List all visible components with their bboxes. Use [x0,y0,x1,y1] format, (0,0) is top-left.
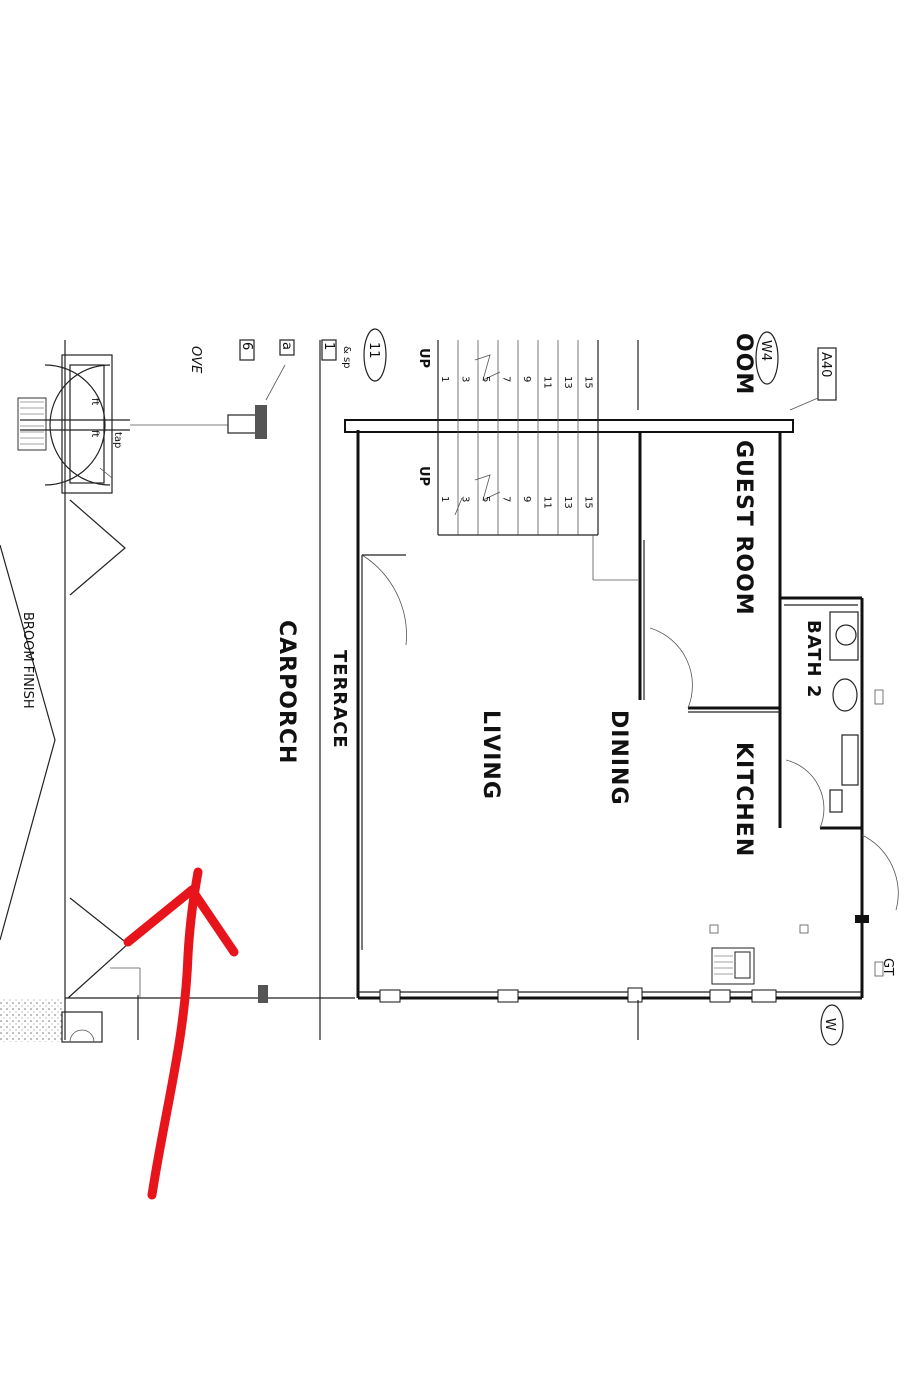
tag-w-ellipse [820,1004,844,1046]
label-terrace: TERRACE [329,650,350,749]
stair-step-number: 7 [501,496,512,502]
label-dining: DINING [606,710,631,806]
tag-6: 6 [239,342,254,350]
tag-w: W [822,1018,837,1031]
door-swings [361,554,899,911]
stair-step-number: 3 [460,376,471,382]
stair-step-number: 9 [521,376,532,382]
tag-a: a [279,342,294,350]
bath-fixtures [829,611,859,813]
tag-6-box [239,339,255,361]
stair-step-number: 9 [521,496,532,502]
stair-step-number: 11 [542,496,553,509]
column-post [258,985,268,1003]
label-tap: tap [112,432,123,448]
label-ove: OVE [188,346,203,374]
label-gt: GT [880,958,895,976]
kitchen-sink [709,689,884,985]
stair-step-number: 15 [583,496,594,509]
stair-step-number: 3 [460,496,471,502]
tag-a40: A40 [818,352,833,377]
label-ft-1: ft [89,398,100,405]
stair-step-number: 7 [501,376,512,382]
stair-step-number: 13 [562,376,573,389]
red-annotation-arrow [123,867,239,1200]
house-walls [344,340,869,1040]
label-bath-2: BATH 2 [803,620,824,698]
stair-step-number: 13 [562,496,573,509]
label-sp: & sp [341,346,352,369]
stair-step-number: 1 [439,496,450,502]
label-ft-2: ft [89,430,100,437]
label-guest-room: GUEST ROOM [731,440,756,616]
stair-up-lower: UP [416,466,431,486]
staircase [437,340,638,581]
tag-w4-ellipse [755,331,779,385]
label-carporch: CARPORCH [274,620,299,764]
tag-11-ellipse [363,328,387,382]
tag-a40-box [817,347,837,401]
label-broom-finish: BROOM FINISH [20,612,35,709]
water-tank-detail [17,354,286,494]
tag-w4: W4 [758,340,773,361]
stair-step-number: 15 [583,376,594,389]
paving-area [0,998,62,1042]
stair-step-number: 5 [480,496,491,502]
stair-step-number: 11 [542,376,553,389]
label-kitchen: KITCHEN [731,742,756,857]
tag-1-box [321,339,337,361]
tag-11: 11 [366,342,381,359]
label-living: LIVING [478,710,503,800]
stair-step-number: 5 [480,376,491,382]
label-guest-room-partial: OOM [731,333,756,395]
stair-up-upper: UP [416,348,431,368]
stair-step-number: 1 [439,376,450,382]
tag-1: 1 [321,342,336,350]
tag-a-box [279,339,295,356]
